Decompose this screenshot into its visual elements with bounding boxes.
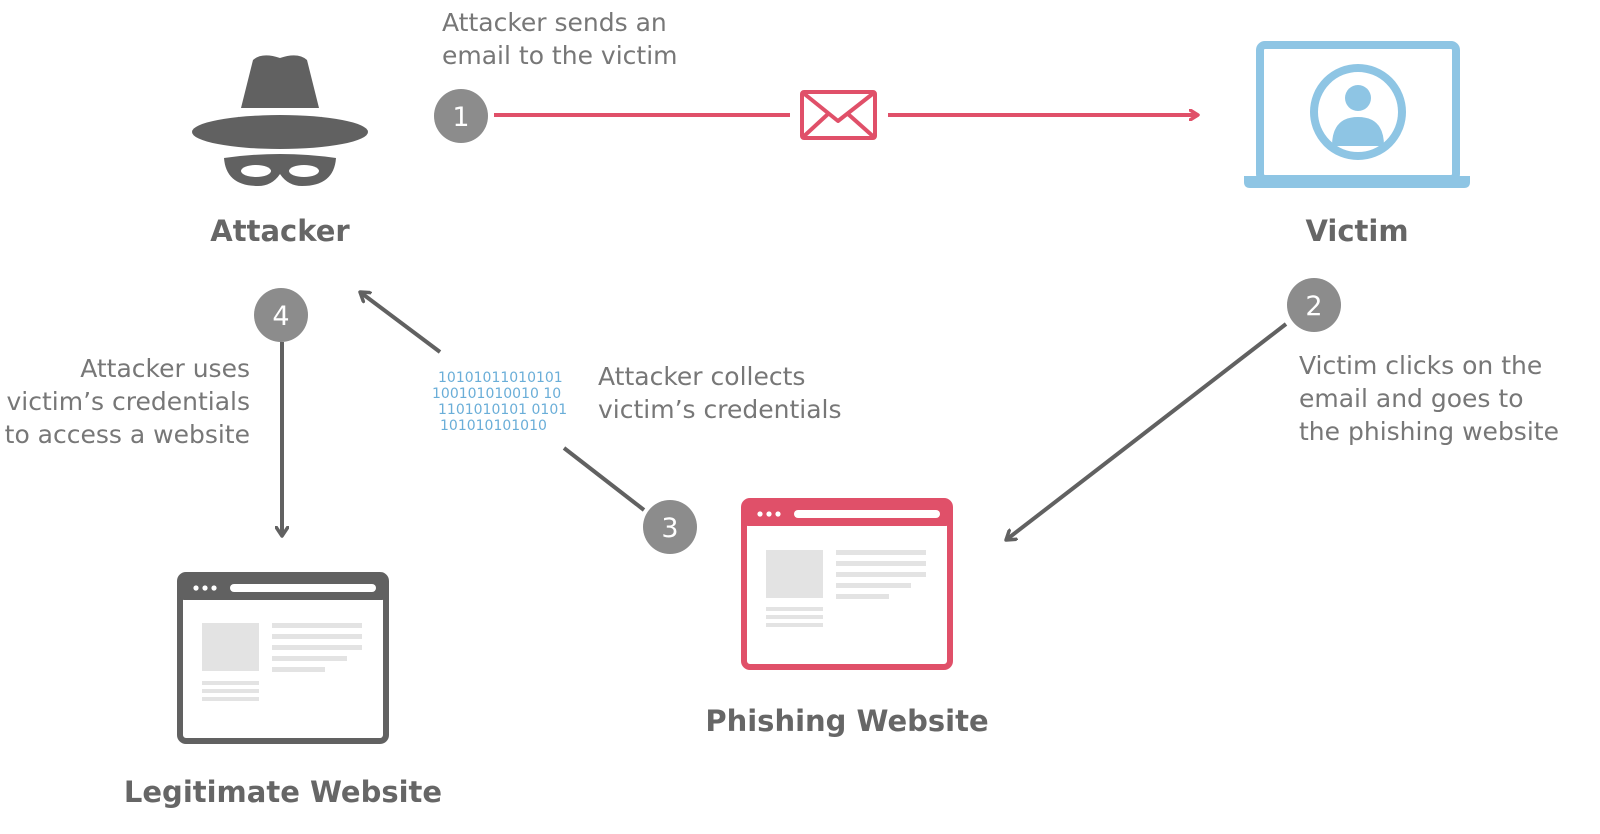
phishing-website-icon (741, 498, 953, 670)
step-4-number: 4 (272, 301, 289, 332)
step-1-text: Attacker sends an email to the victim (442, 8, 678, 70)
legitimate-website-title: Legitimate Website (123, 775, 443, 809)
step-3-text: Attacker collects victim’s credentials (598, 362, 842, 424)
step-3-arrow (360, 292, 442, 354)
binary-line: 10101011010101 (438, 370, 563, 386)
attacker-title: Attacker (210, 214, 350, 248)
step-2-arrow (1006, 322, 1288, 540)
legitimate-website-icon (177, 572, 389, 744)
step-4-badge: 4 (254, 288, 308, 342)
phishing-website-title: Phishing Website (705, 704, 989, 738)
envelope-icon (800, 90, 877, 140)
step-2-badge: 2 (1287, 278, 1341, 332)
step-3-badge: 3 (643, 500, 697, 554)
step-4-text: Attacker uses victim’s credentials to ac… (4, 354, 250, 449)
step-1-badge: 1 (434, 89, 488, 143)
binary-data: 10101011010101 100101010010 10 110101010… (432, 370, 567, 434)
binary-line: 100101010010 10 (432, 386, 562, 402)
victim-title: Victim (1305, 214, 1409, 248)
attacker-spy-icon (192, 55, 368, 186)
victim-laptop-icon (1244, 41, 1470, 188)
step-1-number: 1 (452, 102, 469, 133)
step-3-number: 3 (661, 513, 678, 544)
step-2-text: Victim clicks on the email and goes to t… (1299, 351, 1559, 446)
step-3-line (562, 446, 646, 512)
binary-line: 1101010101 0101 (438, 402, 568, 418)
step-2-number: 2 (1305, 291, 1322, 322)
binary-line: 101010101010 (440, 418, 547, 434)
